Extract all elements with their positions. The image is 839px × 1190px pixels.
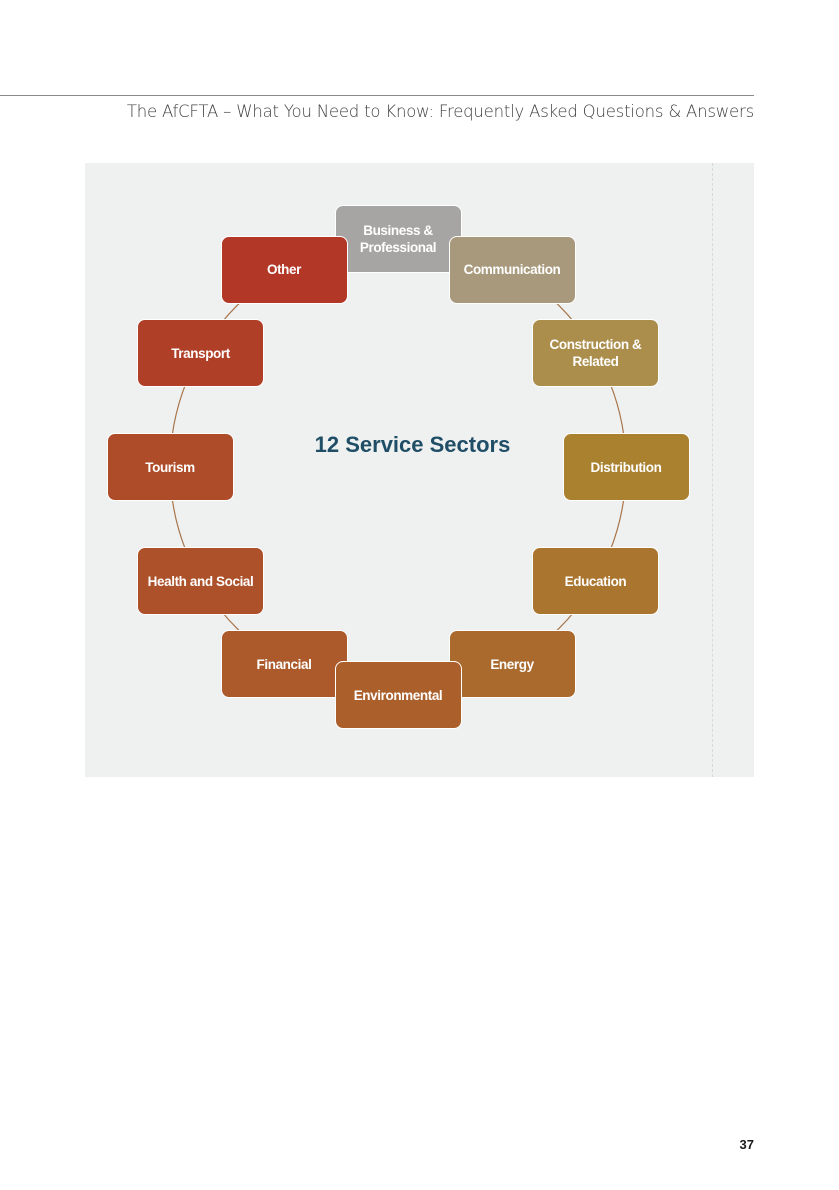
- sector-label: Energy: [490, 656, 534, 672]
- sector-label: Education: [564, 573, 627, 589]
- sector-node-other: Other: [220, 235, 348, 304]
- sector-node-energy: Energy: [448, 630, 576, 699]
- diagram-center-title: 12 Service Sectors: [314, 432, 511, 457]
- sector-node-environmental: Environmental: [334, 661, 462, 729]
- sector-label: Environmental: [353, 687, 443, 703]
- page-number: 37: [739, 1137, 754, 1152]
- sector-label: Financial: [256, 656, 312, 672]
- sector-label: Construction & Related: [549, 337, 642, 369]
- sector-node-education: Education: [531, 547, 659, 615]
- sector-label: Business & Professional: [359, 223, 437, 255]
- sector-node-tourism: Tourism: [106, 433, 234, 501]
- sector-node-communication: Communication: [448, 235, 576, 304]
- sector-node-construction-and-related: Construction & Related: [531, 319, 659, 387]
- sector-node-distribution: Distribution: [562, 433, 690, 501]
- sector-label: Distribution: [590, 459, 662, 475]
- sector-node-transport: Transport: [137, 319, 265, 387]
- sector-node-health-and-social: Health and Social: [137, 547, 265, 615]
- panel-divider: [712, 163, 713, 777]
- sector-label: Health and Social: [147, 573, 254, 589]
- sector-label: Transport: [171, 345, 230, 361]
- sector-label: Communication: [463, 262, 561, 278]
- sector-label: Tourism: [145, 459, 195, 475]
- running-title: The AfCFTA – What You Need to Know: Freq…: [126, 102, 754, 121]
- header-rule: [0, 95, 754, 96]
- sector-label: Other: [266, 262, 301, 278]
- sector-node-business-and-professional: Business & Professional: [334, 205, 462, 273]
- sector-node-financial: Financial: [220, 630, 348, 699]
